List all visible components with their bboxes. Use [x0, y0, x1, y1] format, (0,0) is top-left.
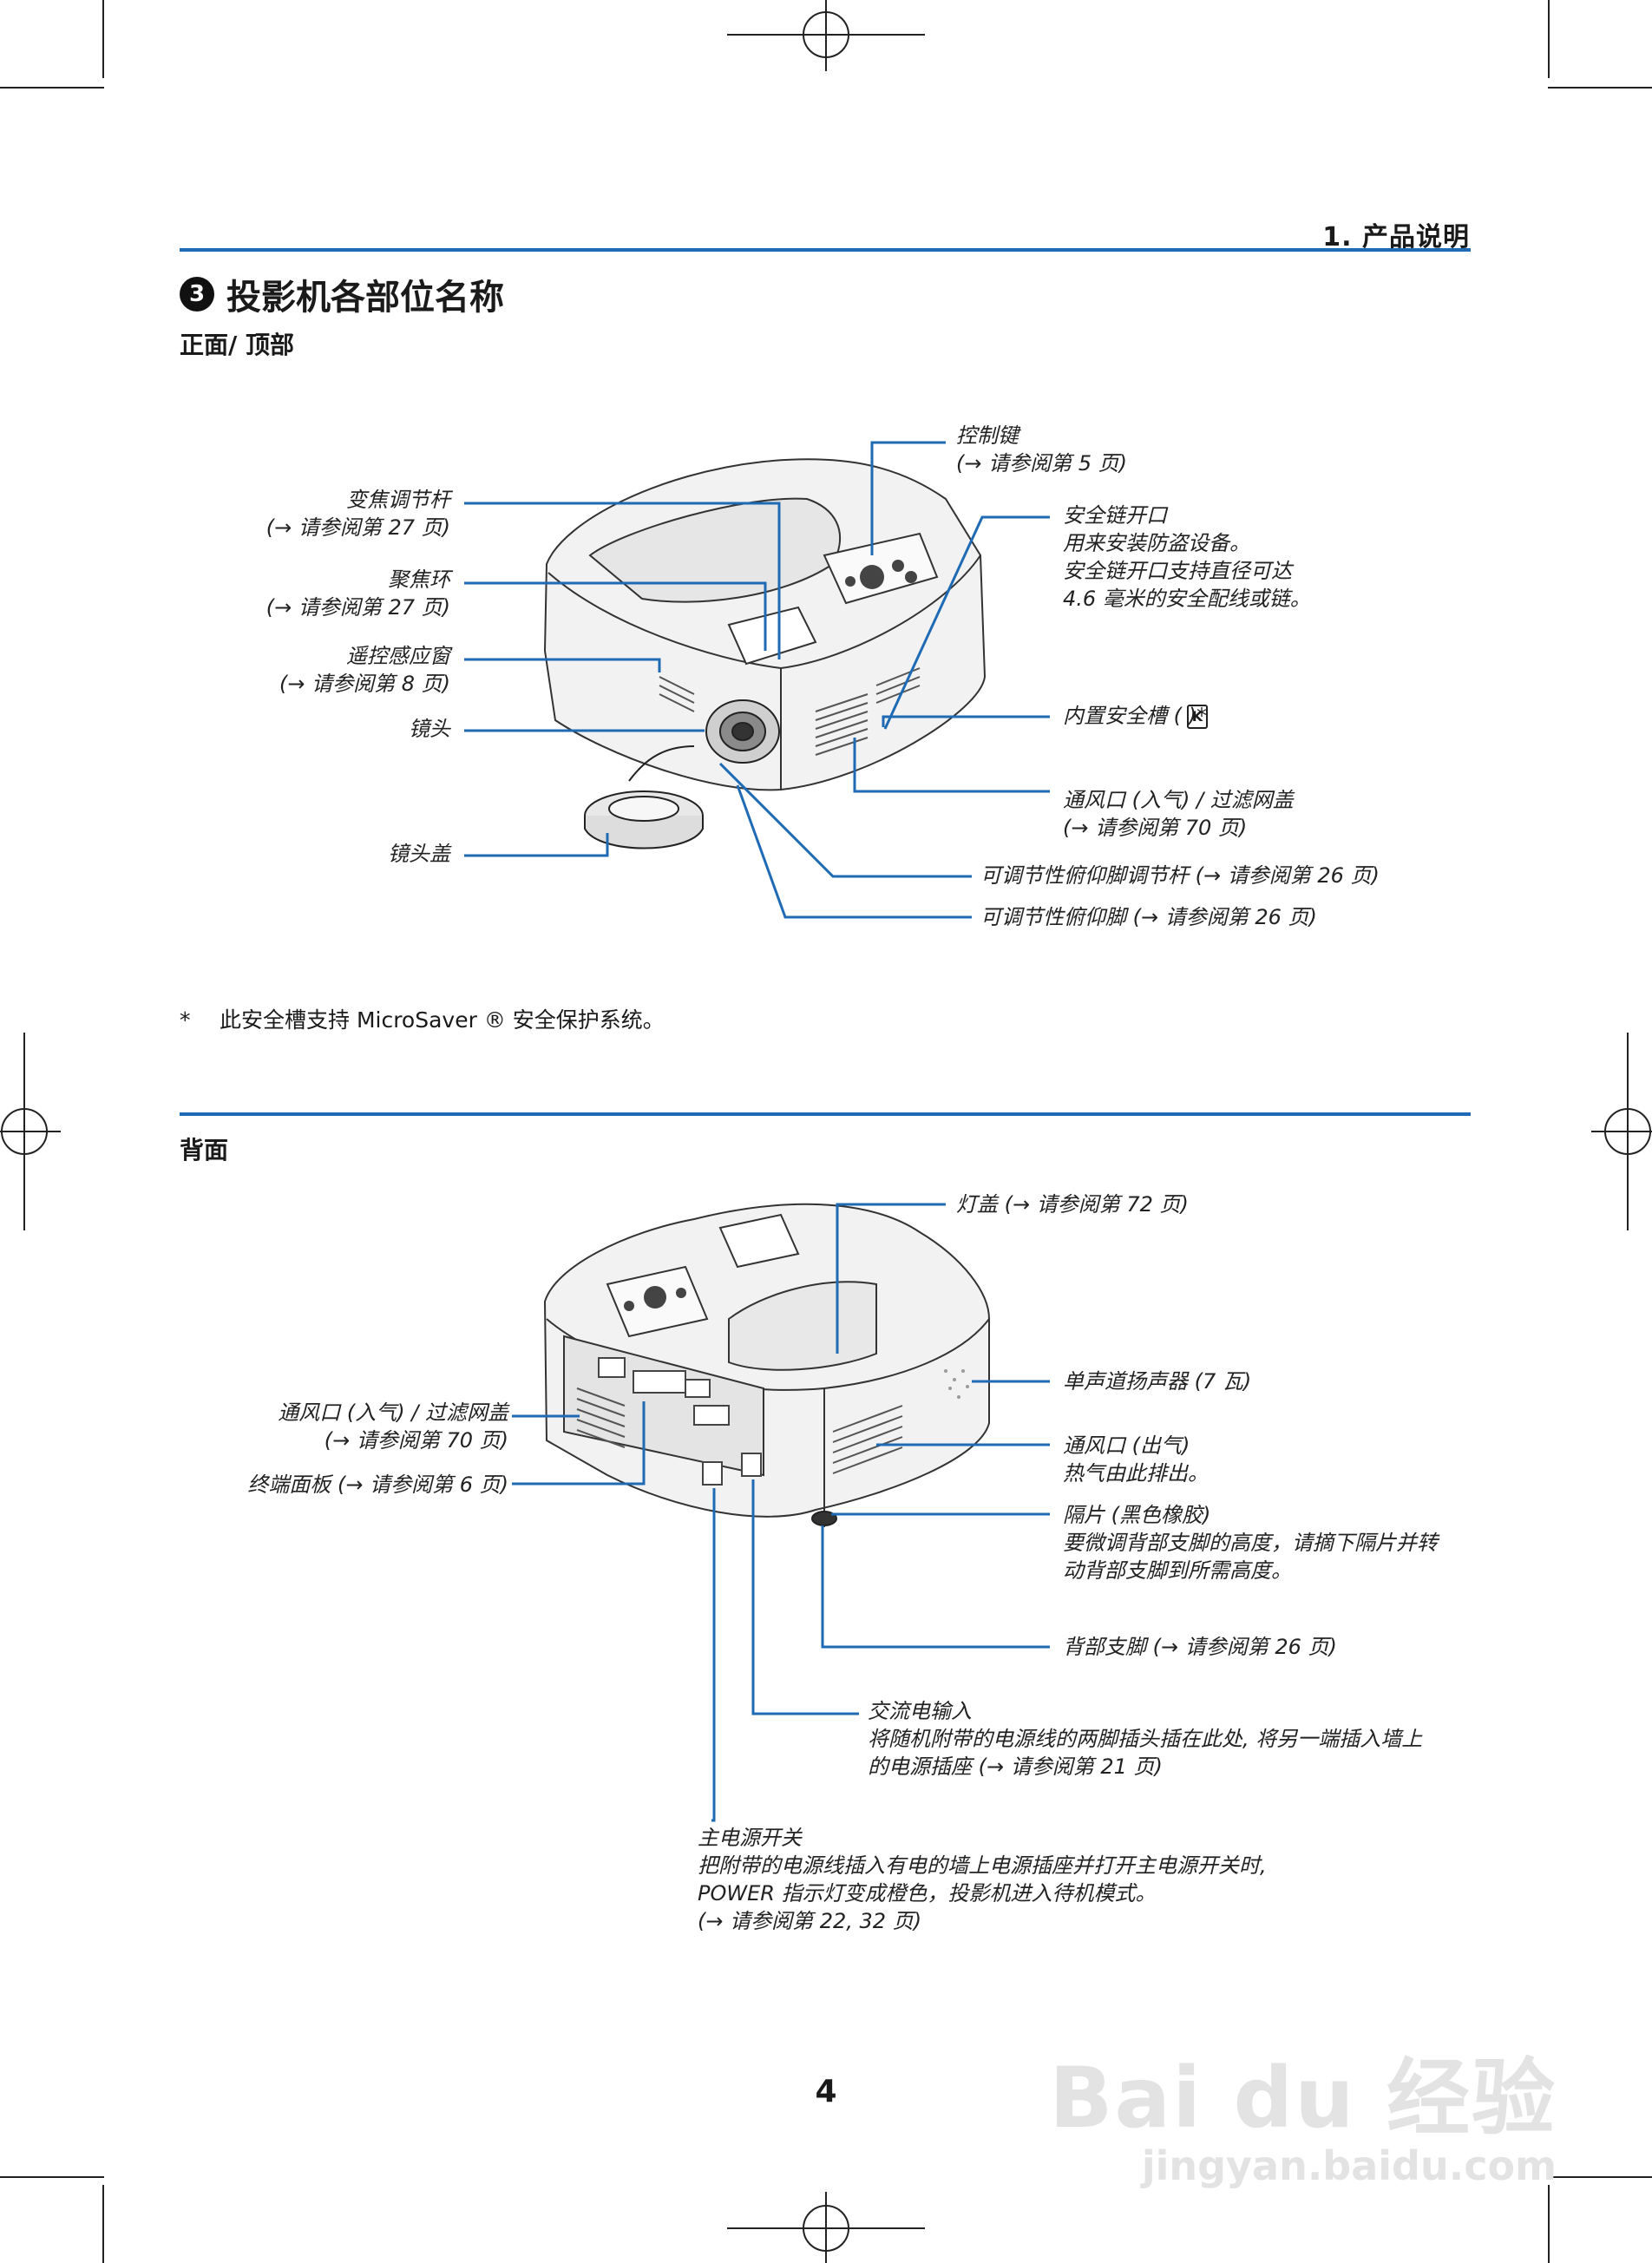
label-ac-input: 交流电输入将随机附带的电源线的两脚插头插在此处, 将另一端插入墙上的电源插座 (… [868, 1699, 1423, 1779]
label-zoom-lever: 变焦调节杆(→ 请参阅第 27 页) [266, 488, 450, 540]
page-number: 4 [815, 2074, 837, 2109]
section-number-badge: 3 [180, 277, 214, 312]
label-lamp-cover: 灯盖 (→ 请参阅第 72 页) [956, 1192, 1189, 1217]
label-rear-foot: 背部支脚 (→ 请参阅第 26 页) [1063, 1635, 1337, 1659]
label-security-slot: 内置安全槽 ( )* [1063, 704, 1207, 728]
rear-projector-diagram [512, 1203, 1050, 1822]
page-title: 3 投影机各部位名称 [180, 269, 504, 319]
label-control-keys: 控制键(→ 请参阅第 5 页) [956, 423, 1127, 476]
label-lens-cap: 镜头盖 [388, 842, 450, 866]
front-heading: 正面/ 顶部 [180, 331, 294, 359]
crop-mark [1548, 0, 1550, 78]
label-main-power-switch: 主电源开关把附带的电源线插入有电的墙上电源插座并打开主电源开关时, POWER … [698, 1826, 1267, 1933]
crop-mark [0, 87, 104, 89]
footnote: *此安全槽支持 MicroSaver ® 安全保护系统。 [180, 1007, 665, 1033]
baidu-watermark: Bai du 经验 jingyan.baidu.com [1049, 2030, 1557, 2189]
label-lens: 镜头 [409, 717, 450, 741]
kensington-lock-icon: K [1187, 705, 1208, 729]
crop-mark [0, 2176, 104, 2178]
crop-mark [1548, 2176, 1652, 2178]
label-intake-vent-front: 通风口 (入气) / 过滤网盖(→ 请参阅第 70 页) [1063, 788, 1294, 840]
label-intake-vent-rear: 通风口 (入气) / 过滤网盖(→ 请参阅第 70 页) [278, 1400, 508, 1453]
label-tilt-foot: 可调节性俯仰脚 (→ 请参阅第 26 页) [980, 905, 1317, 929]
header-rule [180, 248, 1471, 252]
label-speaker: 单声道扬声器 (7 瓦) [1063, 1369, 1252, 1394]
title-text: 投影机各部位名称 [226, 278, 504, 318]
rear-rule [180, 1112, 1471, 1116]
crop-mark [102, 0, 104, 78]
crop-mark [102, 2185, 104, 2263]
rear-heading: 背面 [180, 1136, 229, 1164]
label-focus-ring: 聚焦环(→ 请参阅第 27 页) [266, 567, 450, 620]
label-remote-sensor: 遥控感应窗(→ 请参阅第 8 页) [279, 644, 450, 696]
label-tilt-lever: 可调节性俯仰脚调节杆 (→ 请参阅第 26 页) [980, 863, 1380, 888]
crop-mark [1548, 2185, 1550, 2263]
label-spacer: 隔片 (黑色橡胶)要微调背部支脚的高度，请摘下隔片并转动背部支脚到所需高度。 [1063, 1503, 1438, 1583]
label-terminal-panel: 终端面板 (→ 请参阅第 6 页) [247, 1473, 508, 1497]
crop-mark [1548, 87, 1652, 89]
front-projector-diagram [464, 441, 1050, 919]
watermark-url: jingyan.baidu.com [1141, 2142, 1557, 2189]
label-exhaust-vent: 通风口 (出气)热气由此排出。 [1063, 1433, 1209, 1486]
watermark-logo: Bai du 经验 [1049, 2050, 1557, 2147]
section-header: 1. 产品说明 [1322, 222, 1470, 253]
